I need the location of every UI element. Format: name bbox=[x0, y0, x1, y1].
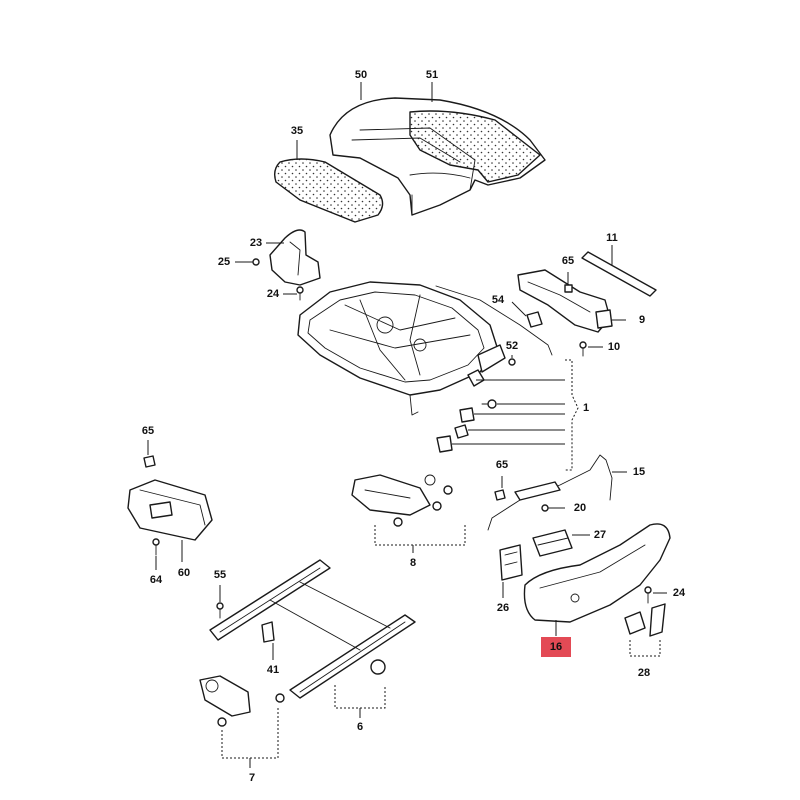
callout-52: 52 bbox=[506, 340, 518, 352]
callout-28: 28 bbox=[638, 667, 650, 679]
callout-6: 6 bbox=[357, 721, 363, 733]
screw-64 bbox=[152, 538, 160, 570]
wire-15 bbox=[487, 454, 627, 531]
clip-65-mid bbox=[494, 476, 506, 501]
screw-25 bbox=[235, 258, 260, 266]
callout-26: 26 bbox=[497, 602, 509, 614]
highlighted-part-box bbox=[541, 637, 571, 657]
bracket-1 bbox=[452, 359, 579, 471]
callout-15: 15 bbox=[633, 466, 645, 478]
switch-27 bbox=[532, 529, 590, 557]
callout-65-top: 65 bbox=[562, 255, 574, 267]
callout-27: 27 bbox=[594, 529, 606, 541]
callout-64: 64 bbox=[150, 574, 163, 586]
mechanism-9 bbox=[517, 269, 626, 333]
guide-20 bbox=[514, 481, 565, 512]
callout-55: 55 bbox=[214, 569, 226, 581]
callout-10: 10 bbox=[608, 341, 620, 353]
screw-55 bbox=[216, 585, 224, 619]
clip-65-left bbox=[143, 440, 156, 468]
callout-65-mid: 65 bbox=[496, 459, 508, 471]
part-1-components bbox=[436, 369, 497, 453]
callout-9: 9 bbox=[639, 314, 645, 326]
callout-8: 8 bbox=[410, 557, 416, 569]
callout-51: 51 bbox=[426, 69, 438, 81]
screw-10 bbox=[579, 341, 603, 357]
screw-24-right bbox=[644, 586, 667, 604]
callout-25: 25 bbox=[218, 256, 230, 268]
cushion-pad-part bbox=[273, 158, 384, 223]
clip-65-top bbox=[564, 272, 573, 293]
motor-7 bbox=[199, 675, 285, 768]
callout-7: 7 bbox=[249, 772, 255, 784]
callout-20: 20 bbox=[574, 502, 586, 514]
seat-rails-6 bbox=[209, 559, 416, 718]
callout-41: 41 bbox=[267, 664, 279, 676]
callout-24-right: 24 bbox=[673, 587, 686, 599]
callout-50: 50 bbox=[355, 69, 367, 81]
clip-54 bbox=[511, 301, 543, 328]
motor-8 bbox=[351, 474, 466, 553]
callout-16: 16 bbox=[550, 641, 562, 653]
seat-frame-part bbox=[297, 281, 506, 416]
callout-1: 1 bbox=[583, 402, 589, 414]
cable-part bbox=[435, 285, 553, 356]
callout-65-left: 65 bbox=[142, 425, 154, 437]
side-trim-16 bbox=[523, 523, 671, 636]
knobs-28 bbox=[624, 603, 666, 657]
callout-24-top: 24 bbox=[267, 288, 280, 300]
callout-11: 11 bbox=[606, 232, 618, 244]
callout-23: 23 bbox=[250, 237, 262, 249]
callout-60: 60 bbox=[178, 567, 190, 579]
cover-60 bbox=[127, 479, 213, 562]
side-cover-part bbox=[269, 229, 321, 286]
callout-54: 54 bbox=[492, 294, 505, 306]
screw-52 bbox=[508, 355, 516, 366]
seat-cushion-part bbox=[329, 97, 546, 216]
rail-11 bbox=[581, 245, 657, 297]
module-26 bbox=[499, 544, 523, 598]
callout-35: 35 bbox=[291, 125, 303, 137]
screw-24-top bbox=[283, 286, 304, 301]
